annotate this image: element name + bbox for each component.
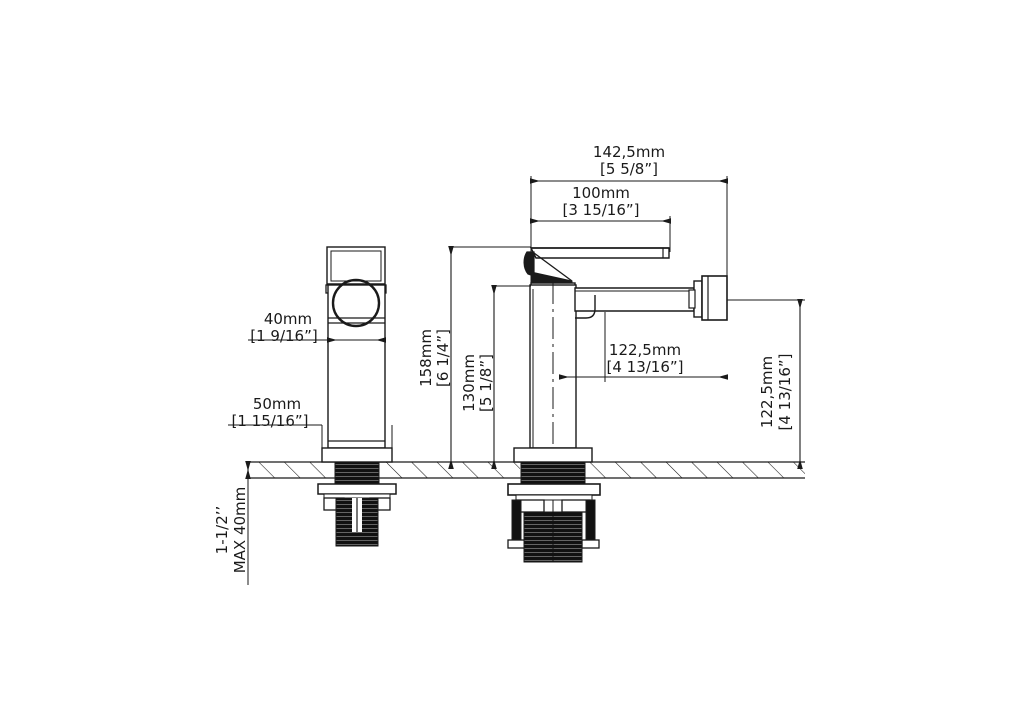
dimension-label-158mm: 158mm bbox=[417, 329, 435, 387]
dimension-mounting-thickness: 1-1/2’’ MAX 40mm bbox=[213, 461, 251, 585]
dimension-handle-to-spout: 100mm [3 15/16”] bbox=[530, 184, 671, 252]
dimension-label-122-5-inch-horizontal: [4 13/16”] bbox=[606, 358, 683, 376]
side-view-bidet-mixer bbox=[507, 247, 728, 563]
dimension-label-deck-mm: MAX 40mm bbox=[231, 487, 249, 574]
dimension-label-100mm: 100mm bbox=[572, 184, 630, 202]
dimension-label-130mm: 130mm bbox=[460, 354, 478, 412]
dimension-label-122-5mm-vertical: 122,5mm bbox=[758, 356, 776, 428]
dimension-label-40mm: 40mm bbox=[264, 310, 312, 328]
dimension-label-50-inch: [1 15/16”] bbox=[231, 412, 308, 430]
dimension-label-158-inch: [6 1/4”] bbox=[434, 329, 452, 387]
dimension-label-122-5mm-horizontal: 122,5mm bbox=[609, 341, 681, 359]
dimension-spout-projection: 122,5mm [4 13/16”] bbox=[559, 312, 728, 382]
dimension-label-142-5-inch: [5 5/8”] bbox=[600, 160, 658, 178]
front-view-faucet bbox=[317, 246, 397, 547]
dimension-label-122-5-inch-vertical: [4 13/16”] bbox=[776, 353, 794, 430]
dimension-body-width-top: 40mm [1 9/16”] bbox=[248, 310, 386, 345]
dimension-label-50mm: 50mm bbox=[253, 395, 301, 413]
dimension-total-height: 158mm [6 1/4”] bbox=[417, 246, 531, 469]
dimension-label-deck-inch: 1-1/2’’ bbox=[213, 506, 231, 555]
dimension-label-100-inch: [3 15/16”] bbox=[562, 201, 639, 219]
dimension-label-142-5mm: 142,5mm bbox=[593, 143, 665, 161]
dimension-label-40-inch: [1 9/16”] bbox=[250, 327, 317, 345]
dimension-label-130-inch: [5 1/8”] bbox=[477, 354, 495, 412]
dimension-body-height: 130mm [5 1/8”] bbox=[460, 285, 531, 469]
dimension-body-width-base: 50mm [1 15/16”] bbox=[228, 395, 393, 450]
dimension-spout-overall-reach: 142,5mm [5 5/8”] bbox=[530, 143, 728, 290]
dimension-spout-height: 122,5mm [4 13/16”] bbox=[727, 299, 805, 469]
